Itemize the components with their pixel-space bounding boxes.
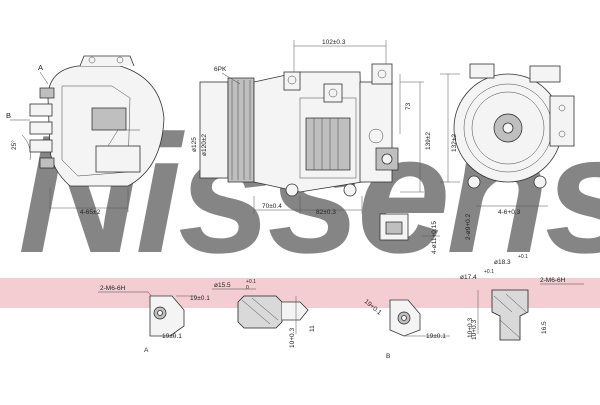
detail-a-dim2: 19±0.1 — [162, 333, 182, 340]
detail-b-dim2: 19±0.1 — [426, 333, 446, 340]
right-height-dim: 132±2 — [451, 134, 458, 152]
detail-right-dia2: ø17.4 — [460, 274, 477, 281]
front-height-dim: 73 — [405, 102, 412, 110]
detail-mid-dim2: 11 — [309, 325, 316, 332]
front-small-dim: 4-ø11+0.15 — [431, 221, 438, 254]
detail-right-dia1-tol: +0.1 — [518, 254, 528, 260]
detail-b-dim3: 10+0.3 — [467, 318, 474, 338]
detail-right-dim1: 10+0.3 — [471, 320, 478, 340]
left-side-view: A B 25° 4-65±2 — [6, 55, 165, 216]
detail-a: 2-M6-6H 19±0.1 19±0.1 A — [98, 285, 210, 354]
detail-right-thread: 2-M6-6H — [540, 277, 566, 284]
detail-mid-dia: ø15.5 — [214, 282, 231, 289]
detail-mid-dia-tol-low: 0 — [246, 285, 249, 291]
angle-label: 25° — [10, 140, 18, 150]
detail-a-dim1: 19±0.1 — [190, 295, 210, 302]
front-top-dim: 102±0.3 — [322, 39, 346, 46]
detail-b: 19+0.1 19±0.1 10+0.3 B — [363, 298, 474, 360]
front-view: 6PK ø125 ø120±2 102±0.3 — [191, 39, 440, 254]
detail-right-dia2-tol: +0.1 — [484, 269, 494, 275]
view-b-label: B — [6, 111, 11, 120]
detail-right: ø18.3 +0.1 ø17.4 +0.1 2-M6-6H 10+0.3 16.… — [460, 254, 584, 341]
detail-mid: ø15.5 +0.1 0 10+0.3 11 — [212, 279, 316, 348]
pulley-type-label: 6PK — [214, 66, 227, 73]
detail-a-label: A — [144, 347, 149, 354]
detail-mid-dia-tol: +0.1 — [246, 279, 256, 285]
detail-a-thread: 2-M6-6H — [100, 285, 126, 292]
detail-right-dia1: ø18.3 — [494, 259, 511, 266]
detail-mid-dim1: 10+0.3 — [289, 328, 296, 348]
left-width-dim: 4-65±2 — [80, 209, 101, 216]
front-width1-dim: 70±0.4 — [262, 203, 282, 210]
hub-diameter: ø120±2 — [201, 134, 208, 156]
detail-right-dim2: 16.5 — [541, 321, 548, 334]
view-a-label: A — [38, 63, 43, 72]
front-height2-dim: 139±2 — [425, 132, 432, 150]
right-end-view: 132±2 2-ø9+0.2 4-6+0.3 — [440, 63, 575, 240]
pulley-diameter: ø125 — [191, 137, 198, 152]
front-width2-dim: 82±0.3 — [316, 209, 336, 216]
right-hole-dim: 2-ø9+0.2 — [465, 213, 472, 240]
right-width-dim: 4-6+0.3 — [498, 209, 521, 216]
detail-b-label: B — [386, 353, 390, 360]
